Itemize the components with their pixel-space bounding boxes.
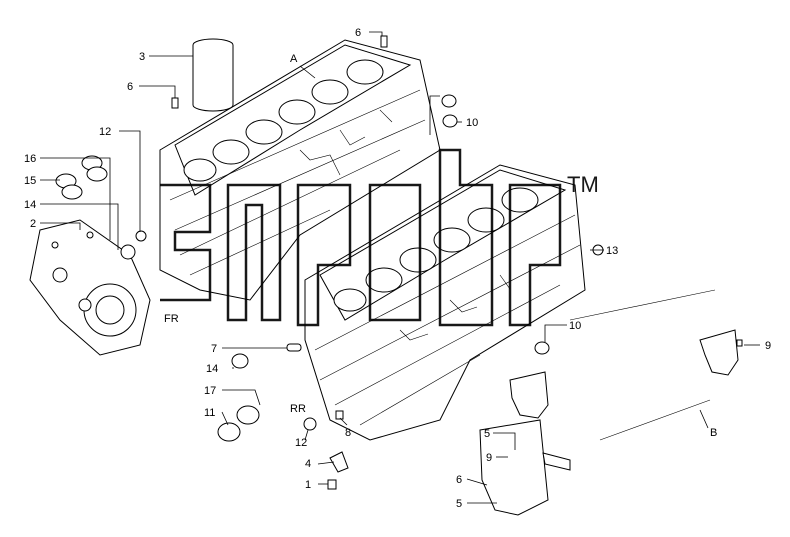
callout-b: B <box>710 427 717 439</box>
callout-14: 14 <box>24 199 36 211</box>
callout-6: 6 <box>355 27 361 39</box>
callout-10: 10 <box>466 117 478 129</box>
callout-12: 12 <box>99 126 111 138</box>
callout-16: 16 <box>24 153 36 165</box>
callout-17: 17 <box>204 385 216 397</box>
front-cover-plate <box>29 219 151 356</box>
callout-6: 6 <box>127 81 133 93</box>
watermark: TM <box>160 148 599 327</box>
leader-lines <box>40 31 760 504</box>
callout-3: 3 <box>139 51 145 63</box>
callout-fr: FR <box>164 313 179 325</box>
callout-5: 5 <box>456 498 462 510</box>
callout-12: 12 <box>295 437 307 449</box>
callout-11: 11 <box>204 407 215 419</box>
trademark-label: TM <box>567 172 599 197</box>
callout-5: 5 <box>484 428 490 440</box>
callout-1: 1 <box>305 479 311 491</box>
callout-10: 10 <box>569 320 581 332</box>
callout-rr: RR <box>290 403 306 415</box>
callout-9: 9 <box>765 340 771 352</box>
callout-a: A <box>290 53 298 65</box>
callout-13: 13 <box>606 245 618 257</box>
callout-9: 9 <box>486 452 492 464</box>
callout-8: 8 <box>345 427 351 439</box>
callout-6: 6 <box>456 474 462 486</box>
callout-7: 7 <box>211 343 217 355</box>
cylinder-liner <box>192 38 234 112</box>
main-bearing-caps <box>479 289 739 516</box>
cylinder-block-b <box>304 164 586 441</box>
callout-4: 4 <box>305 458 311 470</box>
callout-2: 2 <box>30 218 36 230</box>
callout-14: 14 <box>206 363 218 375</box>
callout-15: 15 <box>24 175 36 187</box>
callouts: 3 6 6 A 10 12 16 15 14 2 13 FR 10 9 7 14… <box>24 27 771 510</box>
cylinder-block-a <box>159 39 441 301</box>
